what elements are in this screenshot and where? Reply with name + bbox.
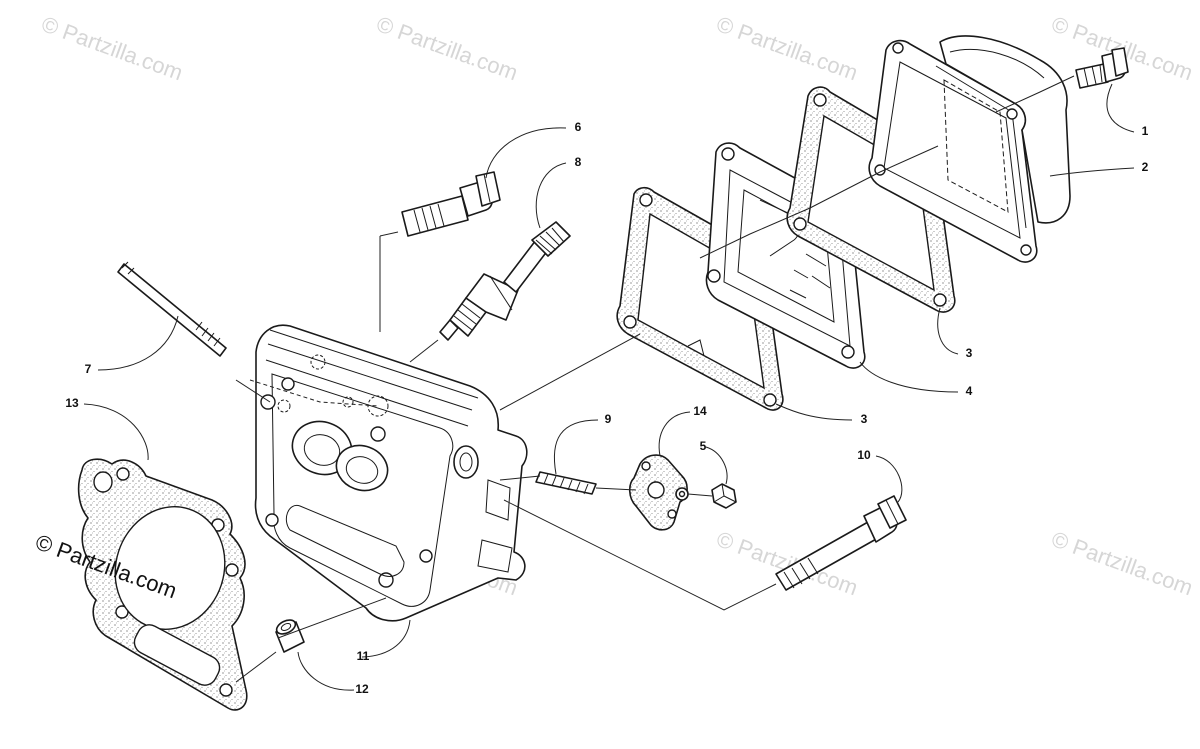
callout-3-upper: 3 <box>966 346 973 360</box>
callout-labels: 6 8 1 2 3 4 3 7 13 9 14 5 10 11 12 <box>65 120 1148 696</box>
callout-3-lower: 3 <box>861 412 868 426</box>
stud <box>117 261 227 357</box>
callout-4: 4 <box>966 384 973 398</box>
callout-14: 14 <box>693 404 707 418</box>
bolt-1 <box>1075 47 1129 89</box>
callout-9: 9 <box>605 412 612 426</box>
watermark-text: © Partzilla.com <box>1048 526 1196 600</box>
stud-short <box>535 471 597 495</box>
callout-11: 11 <box>357 649 370 663</box>
callout-7: 7 <box>85 362 92 376</box>
callout-leaders <box>83 83 1135 691</box>
dowel-pin <box>275 619 305 653</box>
bolt-10 <box>775 495 907 591</box>
callout-13: 13 <box>65 396 79 410</box>
nut <box>711 483 737 509</box>
watermark-text: © Partzilla.com <box>373 11 521 85</box>
callout-6: 6 <box>575 120 582 134</box>
valve-cover <box>868 35 1071 263</box>
watermark-text: © Partzilla.com <box>713 11 861 85</box>
watermark-text: © Partzilla.com <box>38 11 186 85</box>
callout-12: 12 <box>355 682 369 696</box>
spark-plug <box>439 221 571 341</box>
callout-2: 2 <box>1142 160 1149 174</box>
cylinder-head <box>249 324 528 622</box>
head-gasket <box>77 458 248 711</box>
callout-1: 1 <box>1142 124 1149 138</box>
callout-8: 8 <box>575 155 582 169</box>
callout-5: 5 <box>700 439 707 453</box>
flange-gasket <box>628 454 689 531</box>
bolt-6 <box>401 171 501 237</box>
callout-10: 10 <box>857 448 871 462</box>
assembly-lines <box>235 75 1075 683</box>
